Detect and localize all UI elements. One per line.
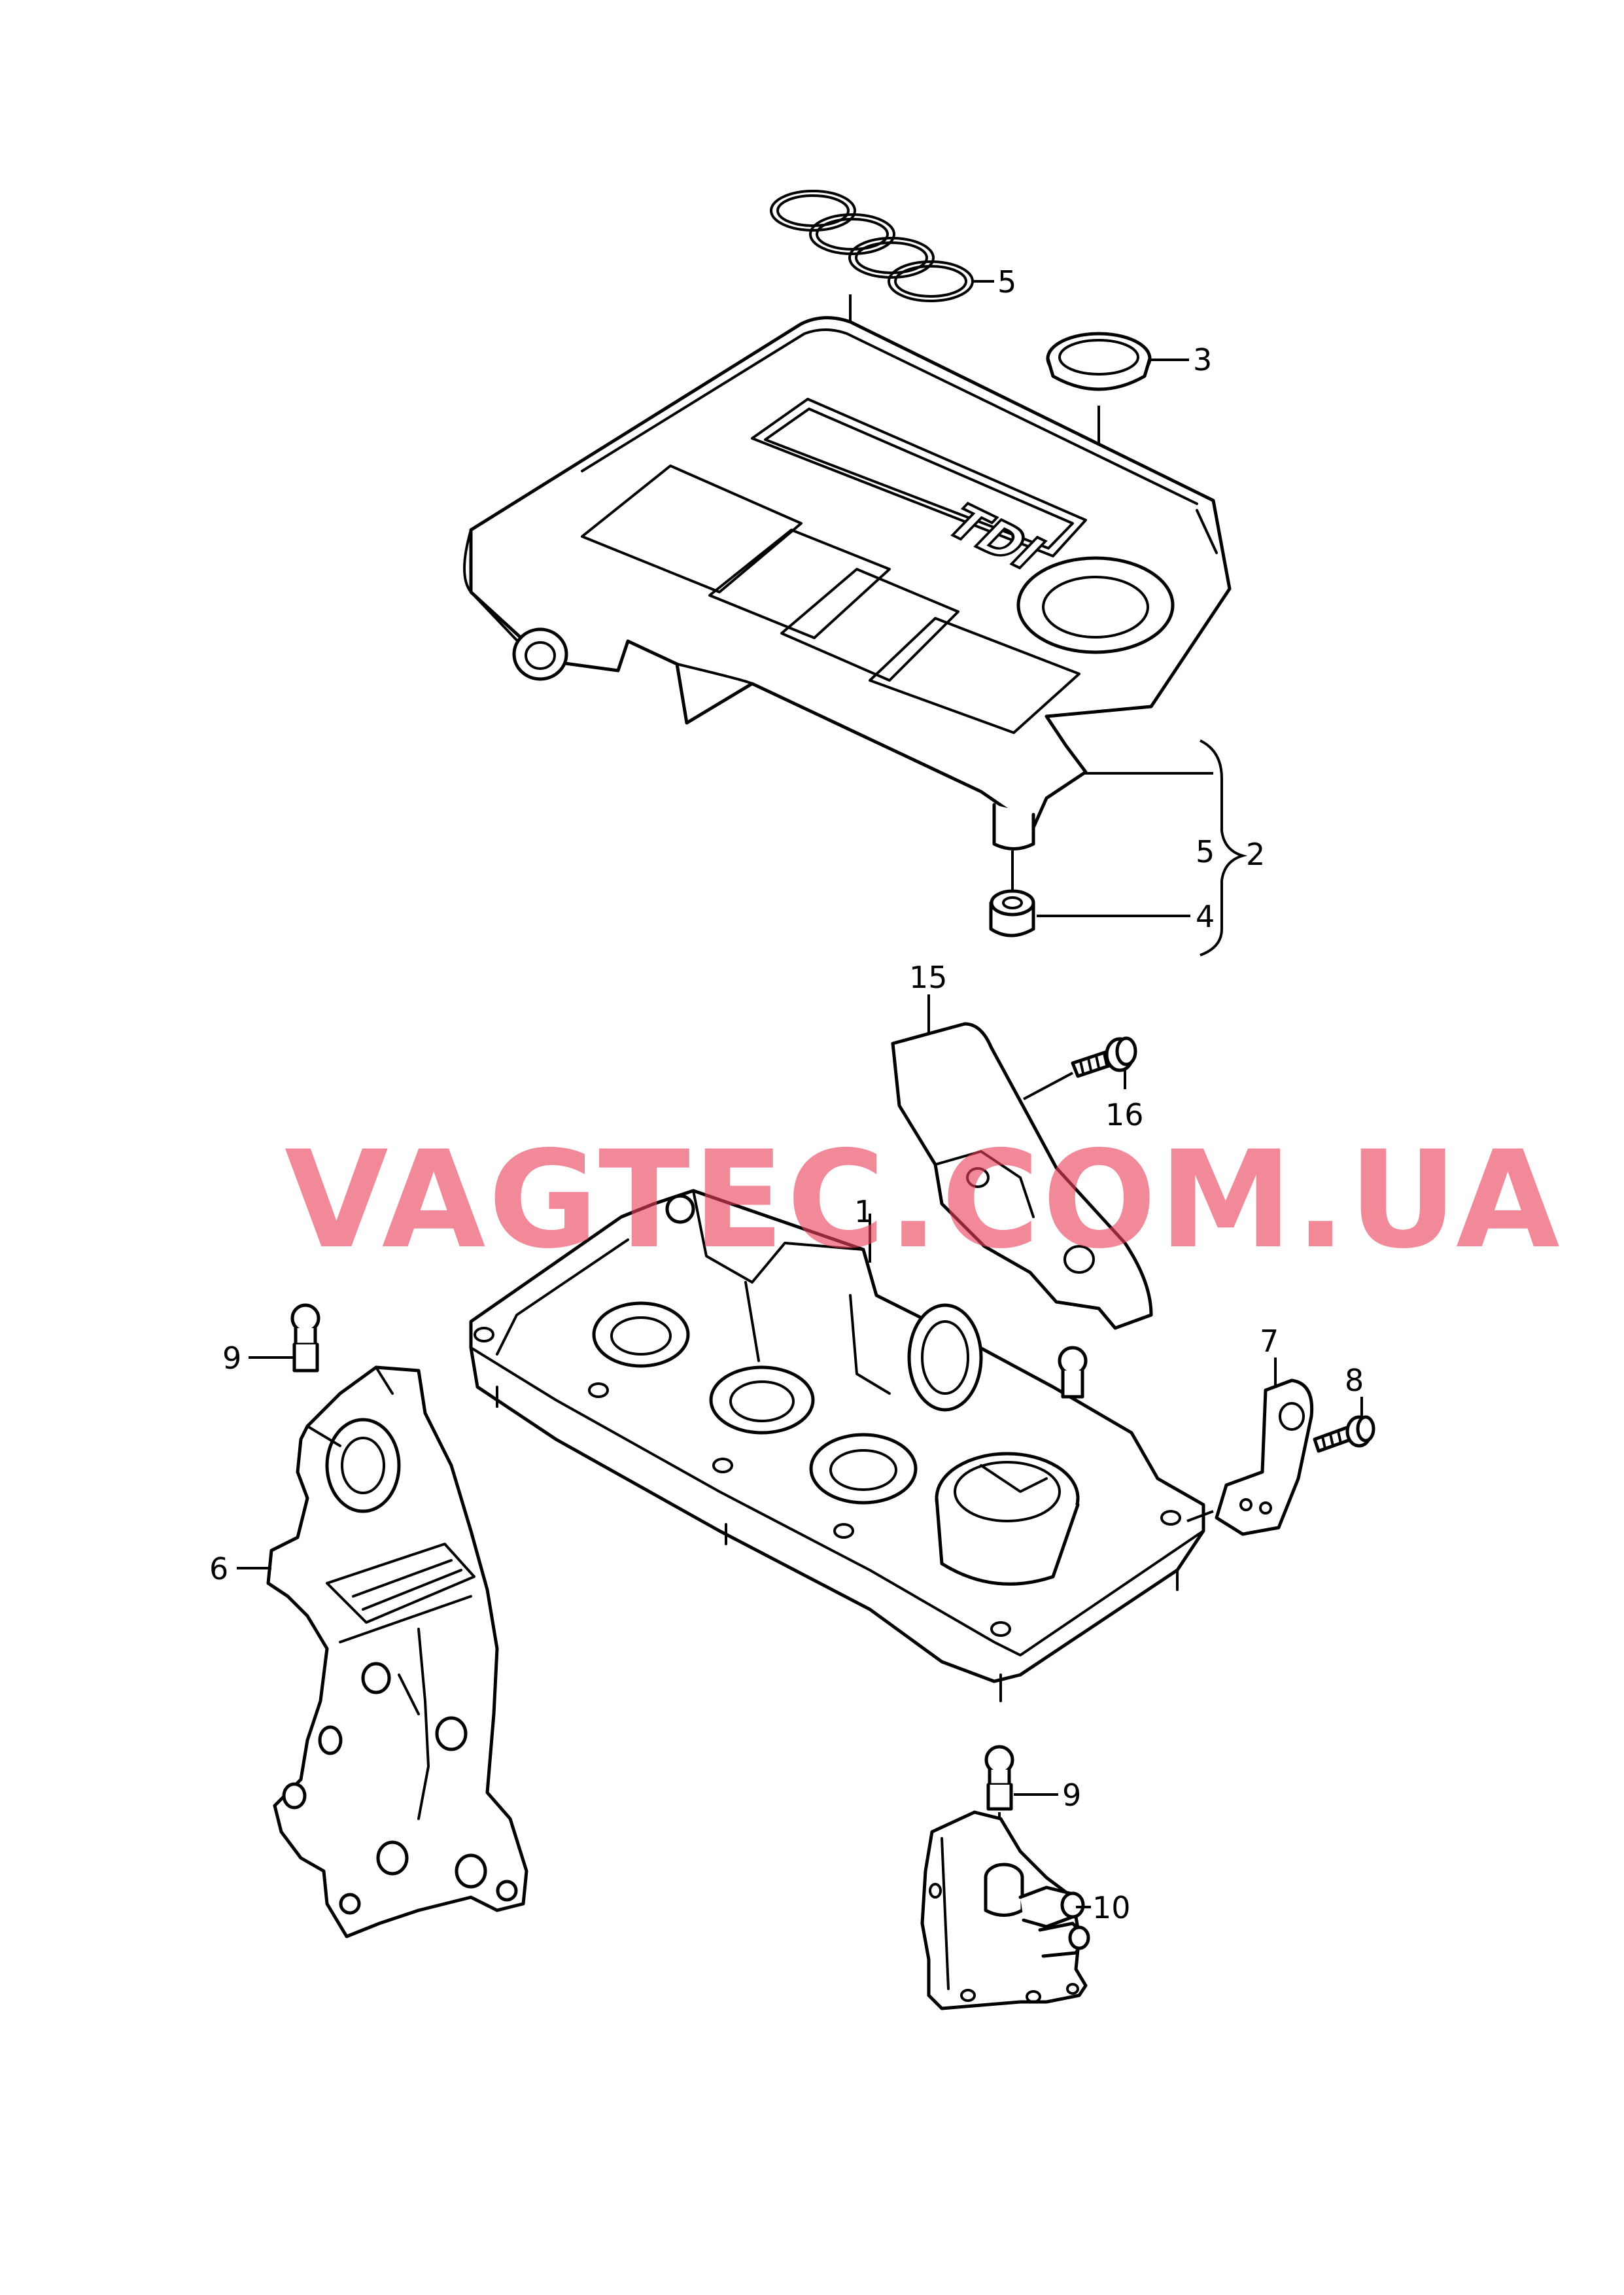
callout-5-top: 5 — [997, 264, 1016, 300]
callout-4: 4 — [1196, 899, 1215, 934]
watermark: VAGTEC.COM.UA — [285, 1123, 1563, 1278]
callout-3: 3 — [1193, 342, 1212, 377]
cover-plug-cap — [1046, 332, 1152, 391]
callout-5-side: 5 — [1196, 834, 1215, 869]
emblem-rings — [770, 190, 974, 302]
coolant-flange — [920, 1810, 1090, 2010]
rubber-grommet — [989, 889, 1035, 937]
callout-9-top: 9 — [222, 1340, 241, 1376]
ball-stud-bottom — [984, 1745, 1014, 1811]
callout-16: 16 — [1105, 1097, 1144, 1132]
engine-support-bracket — [266, 1365, 528, 1938]
engine-cover: TDI — [463, 316, 1232, 850]
callout-10: 10 — [1092, 1890, 1131, 1925]
callout-6: 6 — [209, 1551, 228, 1586]
callout-15: 15 — [909, 960, 948, 995]
callout-9-bottom: 9 — [1062, 1778, 1081, 1813]
cylinder-head-cover — [469, 1189, 1205, 1702]
callout-1: 1 — [854, 1194, 873, 1229]
shield-bolt — [1071, 1036, 1137, 1078]
ball-stud-top — [290, 1303, 320, 1373]
callout-2: 2 — [1246, 837, 1265, 872]
cover-bracket — [1215, 1378, 1314, 1536]
callout-7: 7 — [1260, 1323, 1279, 1359]
callout-8: 8 — [1345, 1363, 1364, 1398]
bracket-bolt — [1313, 1415, 1375, 1453]
heat-shield — [891, 1022, 1153, 1330]
